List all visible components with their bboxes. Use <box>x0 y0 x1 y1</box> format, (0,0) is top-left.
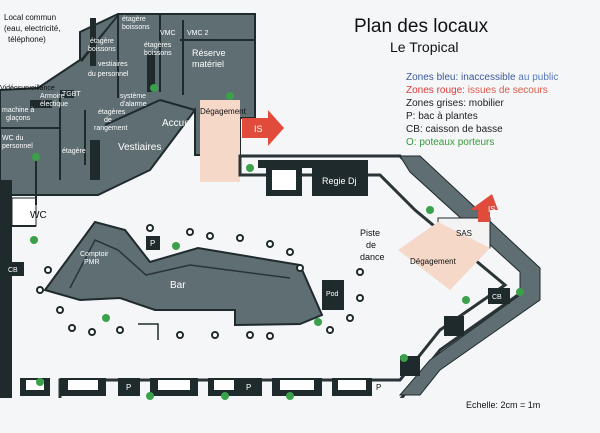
label-wc: WC <box>30 210 47 221</box>
etagere-block-2 <box>147 52 155 92</box>
label-reserve-1: Réserve <box>192 48 226 58</box>
label-degagement-top: Dégagement <box>200 107 247 116</box>
legend-blue-suffix: au public <box>518 72 558 83</box>
label-etageres-rangement-2: de <box>104 117 112 124</box>
label-vmc: VMC <box>160 30 176 37</box>
label-p-bottom-2: P <box>246 383 251 392</box>
label-comptoir-pmr-2: PMR <box>84 259 100 266</box>
label-p-bottom-1: P <box>126 383 131 392</box>
label-is-right: IS <box>488 205 496 214</box>
label-is-top: IS <box>254 124 263 134</box>
label-cb-left: CB <box>8 267 18 274</box>
label-vestiaires-personnel-1: vestiaires <box>98 61 128 68</box>
label-videosurveillance: Vidéosurveillance <box>0 85 55 92</box>
label-p-bottom-3: P <box>376 383 381 392</box>
tgbt-block <box>60 90 74 98</box>
cb-left-box <box>6 262 24 276</box>
label-vmc2: VMC 2 <box>187 30 209 37</box>
cb-right-box <box>488 288 510 304</box>
p-top-box <box>146 236 160 250</box>
legend-red: Zones rouge: issues de secours <box>406 85 548 96</box>
legend-grey: Zones grises: mobilier <box>406 98 504 109</box>
label-wc-personnel-1: WC du <box>2 135 24 142</box>
dj-booth-inner <box>272 170 296 190</box>
label-etagere-boissons-1b: boissons <box>122 24 150 31</box>
label-local-commun-1: Local commun <box>4 13 56 22</box>
wc-box <box>11 197 37 227</box>
bottom-band <box>0 398 520 428</box>
label-etagere-boissons-3a: étagères <box>144 42 172 49</box>
legend-o: O: poteaux porteurs <box>406 137 494 148</box>
legend: Zones bleu: inaccessible au public Zones… <box>406 72 558 148</box>
label-local-commun-2: (eau, electricité, <box>4 24 60 33</box>
label-etagere: étagère <box>62 148 86 155</box>
staff-wall-6 <box>159 99 196 111</box>
label-etageres-rangement-1: étagères <box>98 109 126 116</box>
etagere-block-1 <box>90 18 96 66</box>
is-right-arrow <box>470 194 498 222</box>
right-wall <box>398 155 541 396</box>
degagement-right-zone <box>398 222 490 290</box>
label-armoire-2: électique <box>40 101 68 108</box>
label-regie-dj: Regie Dj <box>322 176 357 186</box>
table-dots <box>36 224 364 340</box>
legend-red-prefix: Zones rouge: <box>406 85 468 96</box>
label-wc-personnel-2: personnel <box>2 143 33 150</box>
bar-inner-line <box>69 239 291 289</box>
label-vestiaires-personnel-2: du personnel <box>88 71 129 78</box>
regie-dj-box <box>312 166 368 196</box>
label-etagere-boissons-1a: étagère <box>122 16 146 23</box>
legend-blue: Zones bleu: inaccessible au public <box>406 72 558 83</box>
label-machine-glacons-2: glaçons <box>6 115 31 122</box>
label-systeme-alarme-1: système <box>120 93 146 100</box>
etagere-block-3 <box>90 140 100 180</box>
label-tgbt: TGBT <box>62 91 81 98</box>
bar-zone <box>43 220 324 327</box>
legend-red-suffix: issues de secours <box>468 85 548 96</box>
plan-subtitle: Le Tropical <box>390 39 458 55</box>
legend-blue-prefix: Zones bleu: inaccessible <box>406 72 518 83</box>
machine-block <box>30 100 52 108</box>
label-machine-glacons-1: machine à <box>2 107 34 114</box>
label-vestiaires: Vestiaires <box>118 142 161 153</box>
legend-p: P: bac à plantes <box>406 111 478 122</box>
label-systeme-alarme-2: d'alarme <box>120 101 147 108</box>
scale-label: Echelle: 2cm = 1m <box>466 400 540 410</box>
label-local-commun-3: téléphone) <box>8 35 46 44</box>
label-accueil: Accueil <box>162 118 194 129</box>
degagement-top-zone <box>200 100 240 182</box>
label-bar: Bar <box>170 280 186 291</box>
label-p-top: P <box>150 239 155 248</box>
post-dots <box>30 84 524 400</box>
legend-cb: CB: caisson de basse <box>406 124 503 135</box>
pod-box <box>322 280 344 310</box>
label-degagement-right: Dégagement <box>410 257 457 266</box>
bar-door <box>138 323 159 340</box>
left-wall <box>0 180 12 420</box>
is-top-arrow <box>242 110 284 146</box>
dj-wall <box>258 160 368 168</box>
bottom-booth-holes <box>26 380 366 390</box>
plan-title: Plan des locaux <box>354 16 489 37</box>
label-etagere-boissons-2a: étagère <box>90 38 114 45</box>
label-etagere-boissons-2b: boissons <box>88 46 116 53</box>
label-cb-right: CB <box>492 294 502 301</box>
label-sas: SAS <box>456 229 472 238</box>
label-piste-1: Piste <box>360 228 380 238</box>
label-etageres-rangement-3: rangement <box>94 125 128 132</box>
staff-wall-5 <box>104 99 161 126</box>
label-armoire-1: Armoire <box>40 93 65 100</box>
label-pod: Pod <box>326 291 339 298</box>
label-comptoir-pmr-1: Comptoir <box>80 251 109 258</box>
label-piste-2: de <box>366 240 376 250</box>
label-reserve-2: matériel <box>192 59 224 69</box>
label-etagere-boissons-3b: boissons <box>144 50 172 57</box>
label-piste-3: dance <box>360 252 385 262</box>
